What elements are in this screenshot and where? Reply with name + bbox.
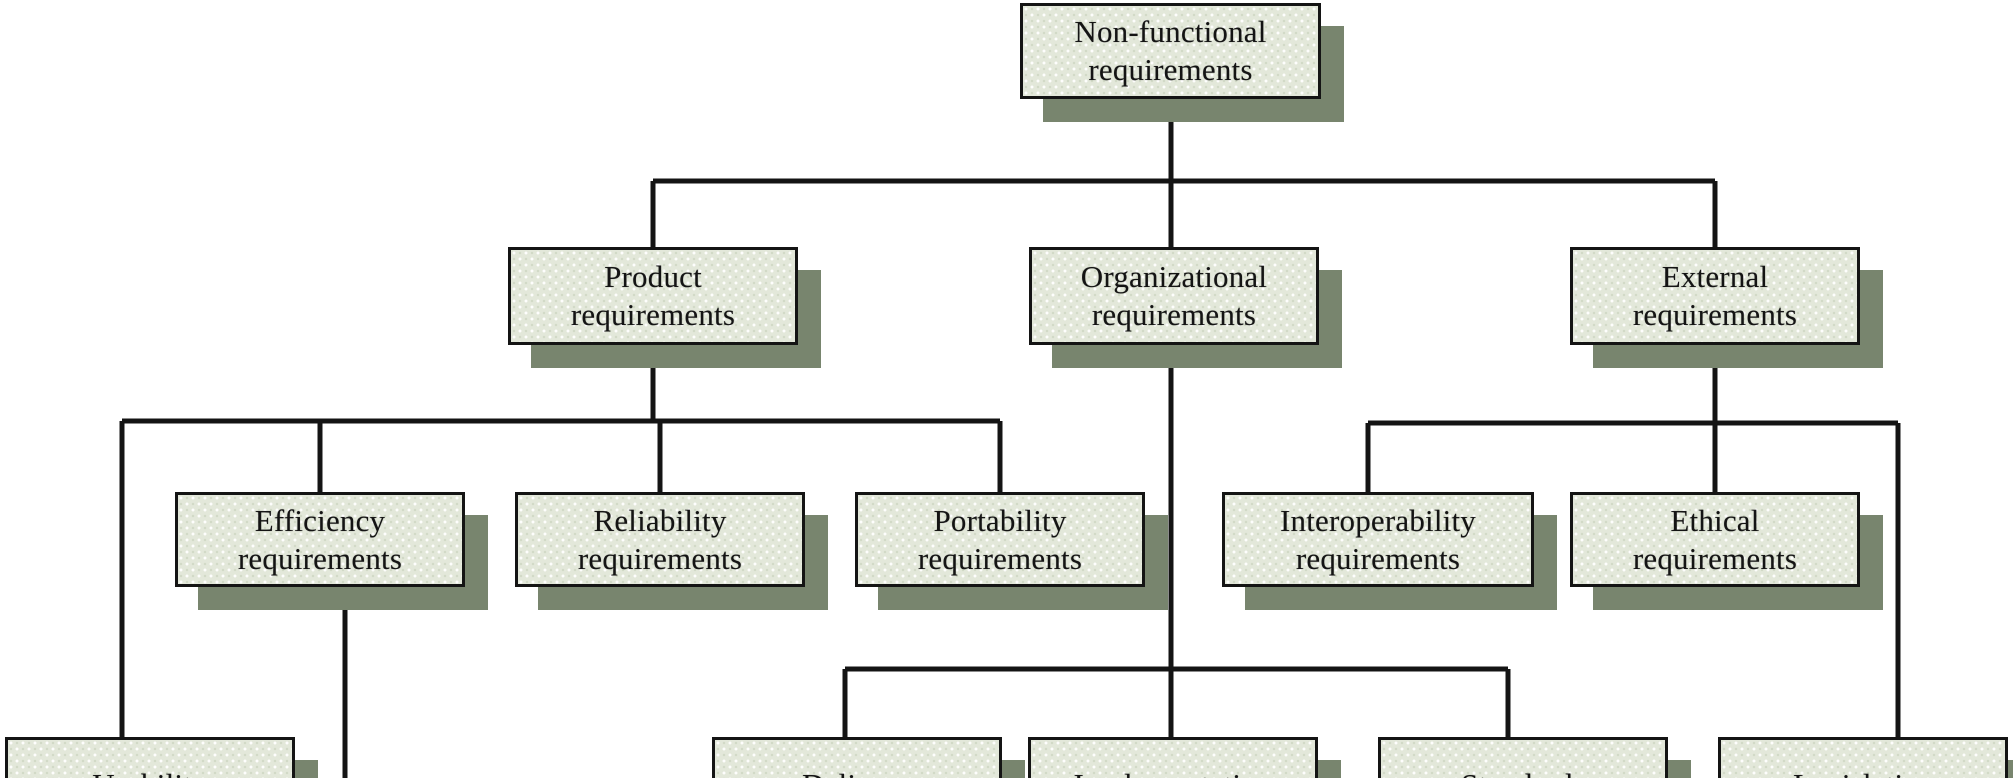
node-label-line: requirements <box>1632 540 1798 576</box>
node-interoperability-requirements[interactable]: Interoperability requirements <box>1222 492 1534 587</box>
node-reliability-requirements[interactable]: Reliability requirements <box>515 492 805 587</box>
node-label-line: Implementation <box>1031 766 1315 778</box>
node-label-line: Organizational <box>1080 259 1268 294</box>
node-label-line: Delivery <box>715 766 999 778</box>
node-label-line: Reliability <box>593 502 727 538</box>
node-label-line: requirements <box>917 540 1083 576</box>
node-label-line: Product <box>604 259 702 294</box>
node-label-line: Usability <box>8 766 292 778</box>
node-label-line: Portability <box>933 502 1067 538</box>
node-label-line: Standards <box>1381 766 1665 778</box>
node-label-line: requirements <box>570 297 736 332</box>
node-ethical-requirements[interactable]: Ethical requirements <box>1570 492 1860 587</box>
node-label-line: Interoperability <box>1279 502 1476 538</box>
node-non-functional-requirements[interactable]: Non-functional requirements <box>1020 3 1321 99</box>
node-label-line: Efficiency <box>254 502 386 538</box>
node-label-line: requirements <box>237 540 403 576</box>
node-external-requirements[interactable]: External requirements <box>1570 247 1860 345</box>
node-label-line: requirements <box>1632 297 1798 332</box>
node-label-line: requirements <box>577 540 743 576</box>
node-standards-requirements[interactable]: Standards <box>1378 737 1668 778</box>
node-legislative-requirements[interactable]: Legislative <box>1718 737 2008 778</box>
node-efficiency-requirements[interactable]: Efficiency requirements <box>175 492 465 587</box>
node-implementation-requirements[interactable]: Implementation <box>1028 737 1318 778</box>
node-portability-requirements[interactable]: Portability requirements <box>855 492 1145 587</box>
node-label-line: Legislative <box>1721 766 2005 778</box>
node-product-requirements[interactable]: Product requirements <box>508 247 798 345</box>
node-usability-requirements[interactable]: Usability <box>5 737 295 778</box>
node-label-line: External <box>1661 259 1769 294</box>
node-label-line: requirements <box>1295 540 1461 576</box>
node-label-line: requirements <box>1088 52 1253 87</box>
node-label-line: Ethical <box>1670 502 1760 538</box>
node-delivery-requirements[interactable]: Delivery <box>712 737 1002 778</box>
node-label-line: Non-functional <box>1074 14 1267 49</box>
node-label-line: requirements <box>1091 297 1257 332</box>
node-organizational-requirements[interactable]: Organizational requirements <box>1029 247 1319 345</box>
